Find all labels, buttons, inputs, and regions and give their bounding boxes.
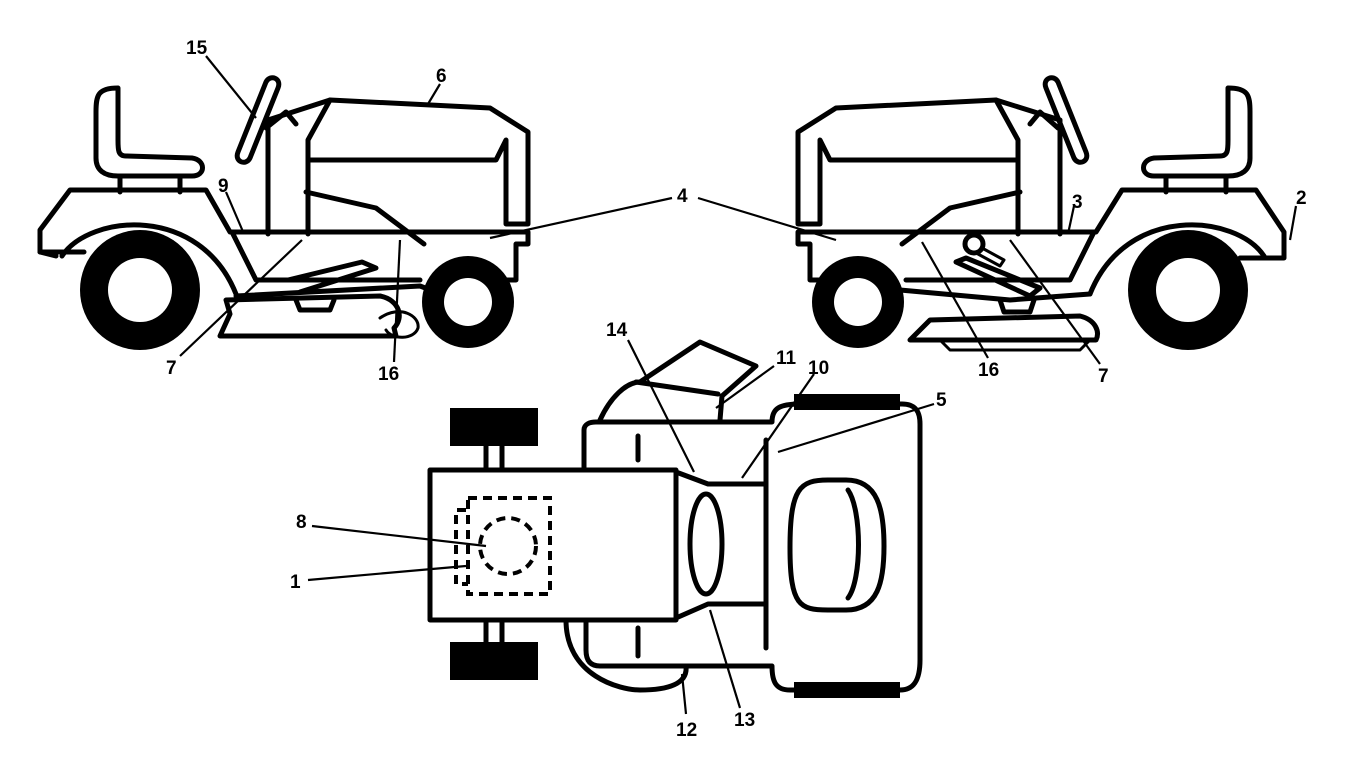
callout-8: 8 <box>296 512 307 533</box>
callout-2: 2 <box>1296 188 1307 209</box>
footrest-panel <box>581 401 923 693</box>
fuel-cap-outline <box>478 516 538 576</box>
callout-12: 12 <box>676 720 697 741</box>
callout-6: 6 <box>436 66 447 87</box>
tractor-left-side-view <box>37 75 531 350</box>
seat-top-view <box>687 491 725 597</box>
rear-fender-right <box>1087 222 1267 297</box>
callout-5: 5 <box>936 390 947 411</box>
leader-lines <box>179 55 1298 715</box>
battery-outline <box>466 496 552 596</box>
callout-7-right: 7 <box>1098 366 1109 387</box>
rear-tire-bottom-left <box>450 642 538 680</box>
hood-top-view <box>787 477 887 613</box>
hood-right <box>795 97 1021 227</box>
rear-tire-top-left <box>450 408 538 446</box>
callout-labels: 1 2 3 4 5 6 7 7 8 9 10 11 12 13 14 15 16… <box>166 38 1307 741</box>
body-right <box>795 187 1287 283</box>
callout-7-left: 7 <box>166 358 177 379</box>
callout-9: 9 <box>218 176 229 197</box>
mower-deck-left <box>217 293 402 339</box>
seat-back-top <box>597 339 759 423</box>
steering-wheel-left <box>234 75 282 165</box>
steering-wheel-right <box>1042 75 1090 165</box>
rear-body-top <box>427 467 679 623</box>
grass-chute <box>563 617 689 693</box>
rear-fender-left <box>59 222 239 297</box>
mower-deck-right <box>907 313 1100 343</box>
callout-16-left: 16 <box>378 364 399 385</box>
callout-10: 10 <box>808 358 829 379</box>
seat-left <box>93 85 205 179</box>
callout-11: 11 <box>776 348 797 369</box>
callout-1: 1 <box>290 572 301 593</box>
tractor-right-side-view <box>795 75 1287 352</box>
hood-left <box>305 97 531 227</box>
callout-4: 4 <box>677 186 688 207</box>
callout-13: 13 <box>734 710 755 731</box>
ignition-key-icon <box>962 232 986 256</box>
seat-right <box>1141 85 1253 179</box>
callout-14: 14 <box>606 320 628 341</box>
callout-16-right: 16 <box>978 360 999 381</box>
callout-15: 15 <box>186 38 208 59</box>
callout-3: 3 <box>1072 192 1083 213</box>
tractor-top-view <box>427 339 923 698</box>
